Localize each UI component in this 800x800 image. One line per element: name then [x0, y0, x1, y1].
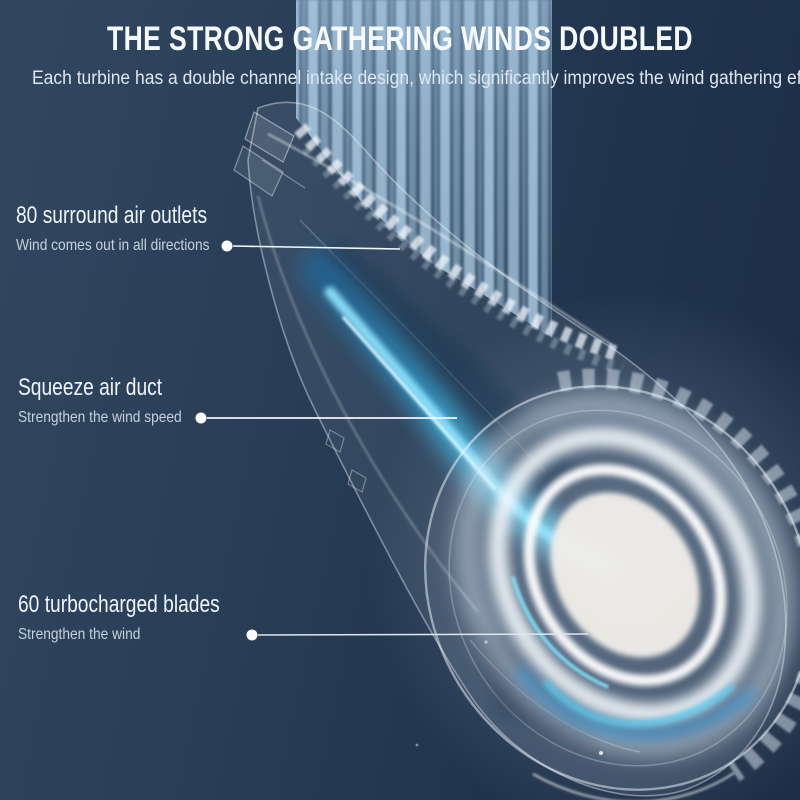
turbine-vortex [454, 392, 796, 758]
fan-clip [233, 111, 306, 197]
leader-line [257, 633, 589, 636]
callout-heading: 60 turbocharged blades [18, 591, 220, 618]
leader-dot [246, 629, 258, 641]
sparkles [415, 640, 603, 755]
banner-header: THE STRONG GATHERING WINDS DOUBLED Each … [0, 20, 800, 90]
air-outlet-teeth [294, 123, 624, 375]
callout-description: Strengthen the wind [18, 626, 141, 643]
callout-air-outlets: 80 surround air outlets Wind comes out i… [16, 202, 255, 255]
callout-heading: Squeeze air duct [18, 374, 163, 401]
banner-subtitle: Each turbine has a double channel intake… [32, 68, 800, 89]
turbine-gear-teeth [557, 368, 800, 782]
callout-heading: 80 surround air outlets [16, 202, 208, 229]
banner-title: THE STRONG GATHERING WINDS DOUBLED [107, 20, 693, 58]
callout-blades: 60 turbocharged blades Strengthen the wi… [18, 591, 270, 644]
leader-line [232, 245, 401, 250]
leader-dot [221, 240, 233, 252]
callout-description: Strengthen the wind speed [18, 409, 182, 426]
callout-leaders [195, 240, 589, 641]
leader-dot [195, 412, 207, 424]
callout-air-duct: Squeeze air duct Strengthen the wind spe… [18, 374, 208, 427]
callout-description: Wind comes out in all directions [16, 237, 210, 254]
